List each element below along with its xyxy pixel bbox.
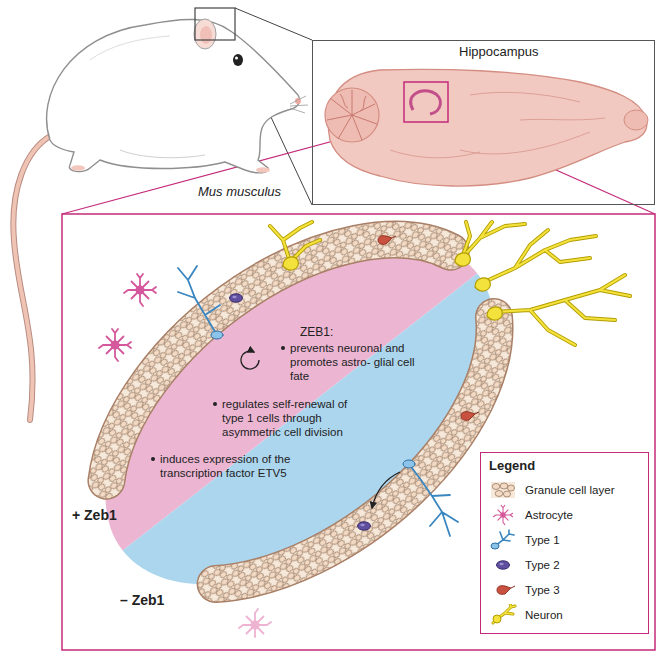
legend-text: Type 1: [525, 534, 560, 546]
bullet-note: prevents neuronal and promotes astro- gl…: [290, 341, 420, 383]
species-label: Mus musculus: [198, 184, 281, 199]
bullet-note: induces expression of the transcription …: [160, 452, 312, 480]
legend-icon: [489, 579, 517, 601]
legend-item: Neuron: [489, 602, 640, 627]
neurons: [270, 222, 630, 345]
legend-box: LegendGranule cell layerAstrocyteType 1 T…: [480, 452, 649, 634]
legend-icon: [489, 529, 517, 551]
condition-label: + Zeb1: [72, 507, 117, 523]
brain-figure: [325, 69, 648, 186]
type1-cells: [178, 266, 458, 536]
legend-text: Astrocyte: [525, 509, 573, 521]
legend-icon: [489, 604, 517, 626]
legend-text: Neuron: [525, 609, 563, 621]
legend-item: Astrocyte: [489, 502, 640, 527]
legend-item: Granule cell layer: [489, 477, 640, 502]
legend-icon: [489, 554, 517, 576]
bullet-note: regulates self-renewal of type 1 cells t…: [222, 397, 370, 439]
legend-text: Granule cell layer: [525, 484, 614, 496]
gene-heading: ZEB1:: [300, 325, 333, 339]
bullet-dot: [213, 402, 217, 406]
species-label: Mus musculus: [198, 184, 281, 199]
bullet-note: regulates self-renewal of type 1 cells t…: [222, 397, 370, 439]
condition-label: + Zeb1: [72, 507, 117, 523]
brain-inset-box: Hippocampus: [312, 40, 655, 205]
legend-text: Type 2: [525, 559, 560, 571]
legend-icon: [489, 479, 517, 501]
legend-item: Type 2: [489, 552, 640, 577]
zoom-line: [235, 8, 312, 40]
bullet-note: induces expression of the transcription …: [160, 452, 312, 480]
cells: [99, 236, 479, 637]
legend-icon: [489, 504, 517, 526]
condition-label: – Zeb1: [120, 592, 164, 608]
legend-item: Type 3: [489, 577, 640, 602]
bullet-dot: [151, 457, 155, 461]
legend-title: Legend: [489, 458, 640, 474]
region-label: Hippocampus: [459, 44, 539, 59]
bullet-note: prevents neuronal and promotes astro- gl…: [290, 341, 420, 383]
bullet-dot: [281, 346, 285, 350]
legend-text: Type 3: [525, 584, 560, 596]
gene-heading: ZEB1:: [300, 325, 333, 339]
legend-item: Type 1: [489, 527, 640, 552]
condition-label: – Zeb1: [120, 592, 164, 608]
